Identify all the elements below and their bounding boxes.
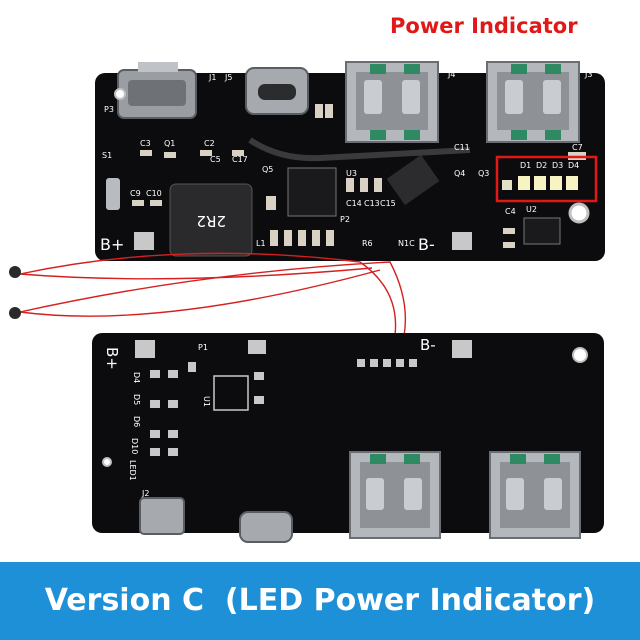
- svg-text:D1: D1: [520, 161, 531, 170]
- top-board: 2R2: [95, 61, 605, 261]
- svg-text:R6: R6: [362, 239, 373, 248]
- svg-text:B+: B+: [100, 235, 124, 254]
- svg-text:C14: C14: [346, 199, 362, 208]
- svg-text:U2: U2: [526, 205, 537, 214]
- svg-text:J3: J3: [584, 70, 592, 79]
- bottom-board: P1 D4 D5 D6 D10 LED1 U1 J2 B+ B-: [92, 333, 604, 543]
- svg-text:Q1: Q1: [164, 139, 175, 148]
- wires: [9, 252, 407, 337]
- svg-text:C4: C4: [505, 207, 516, 216]
- inductor-l1: [169, 183, 253, 257]
- svg-text:D5: D5: [132, 394, 141, 405]
- svg-text:L1: L1: [256, 239, 266, 248]
- svg-text:C2: C2: [204, 139, 215, 148]
- svg-text:N1C: N1C: [398, 239, 415, 248]
- svg-text:D4: D4: [568, 161, 579, 170]
- svg-text:2R2: 2R2: [196, 212, 226, 230]
- micro-usb-port-j2: [139, 497, 185, 535]
- chip-u3: [287, 167, 337, 217]
- svg-text:C10: C10: [146, 189, 162, 198]
- led-indicator-row: [502, 176, 578, 190]
- usb-a-port-j4: [345, 61, 439, 143]
- svg-text:C15: C15: [380, 199, 396, 208]
- svg-text:D2: D2: [536, 161, 547, 170]
- svg-text:D4: D4: [132, 372, 141, 383]
- svg-text:P3: P3: [104, 105, 114, 114]
- usb-a-port-j3: [486, 61, 580, 143]
- version-banner-text: Version C (LED Power Indicator): [44, 583, 596, 618]
- switch-s1: [106, 178, 120, 210]
- chip-u1: [213, 375, 249, 411]
- footer-banner: [0, 562, 640, 640]
- svg-text:C17: C17: [232, 155, 248, 164]
- svg-text:J2: J2: [141, 489, 149, 498]
- svg-text:J4: J4: [447, 70, 455, 79]
- svg-text:Q4: Q4: [454, 169, 465, 178]
- svg-text:J5: J5: [224, 73, 232, 82]
- svg-text:LED1: LED1: [128, 460, 137, 481]
- usb-a-port-bottom-right: [489, 451, 581, 539]
- indicator-highlight-box: [495, 155, 598, 203]
- svg-text:P1: P1: [198, 343, 208, 352]
- chip-u2: [523, 217, 561, 245]
- svg-text:P2: P2: [340, 215, 350, 224]
- svg-text:D6: D6: [132, 416, 141, 427]
- power-indicator-title: Power Indicator: [390, 14, 578, 38]
- usb-c-port-bottom: [239, 511, 293, 543]
- svg-text:D10: D10: [130, 438, 139, 454]
- svg-text:C5: C5: [210, 155, 221, 164]
- svg-text:C9: C9: [130, 189, 141, 198]
- svg-text:Q3: Q3: [478, 169, 489, 178]
- svg-text:B+: B+: [103, 347, 121, 370]
- svg-text:C13: C13: [364, 199, 380, 208]
- usb-a-port-bottom-left: [349, 451, 441, 539]
- svg-text:B-: B-: [420, 336, 436, 354]
- svg-text:C7: C7: [572, 143, 583, 152]
- pcb-photo: 2R2: [9, 61, 605, 543]
- svg-text:C11: C11: [454, 143, 470, 152]
- svg-text:B-: B-: [418, 235, 435, 254]
- svg-text:U1: U1: [202, 396, 211, 407]
- svg-text:U3: U3: [346, 169, 357, 178]
- svg-text:D3: D3: [552, 161, 563, 170]
- svg-text:C3: C3: [140, 139, 151, 148]
- svg-text:J1: J1: [208, 73, 216, 82]
- svg-text:Q5: Q5: [262, 165, 273, 174]
- svg-text:S1: S1: [102, 151, 112, 160]
